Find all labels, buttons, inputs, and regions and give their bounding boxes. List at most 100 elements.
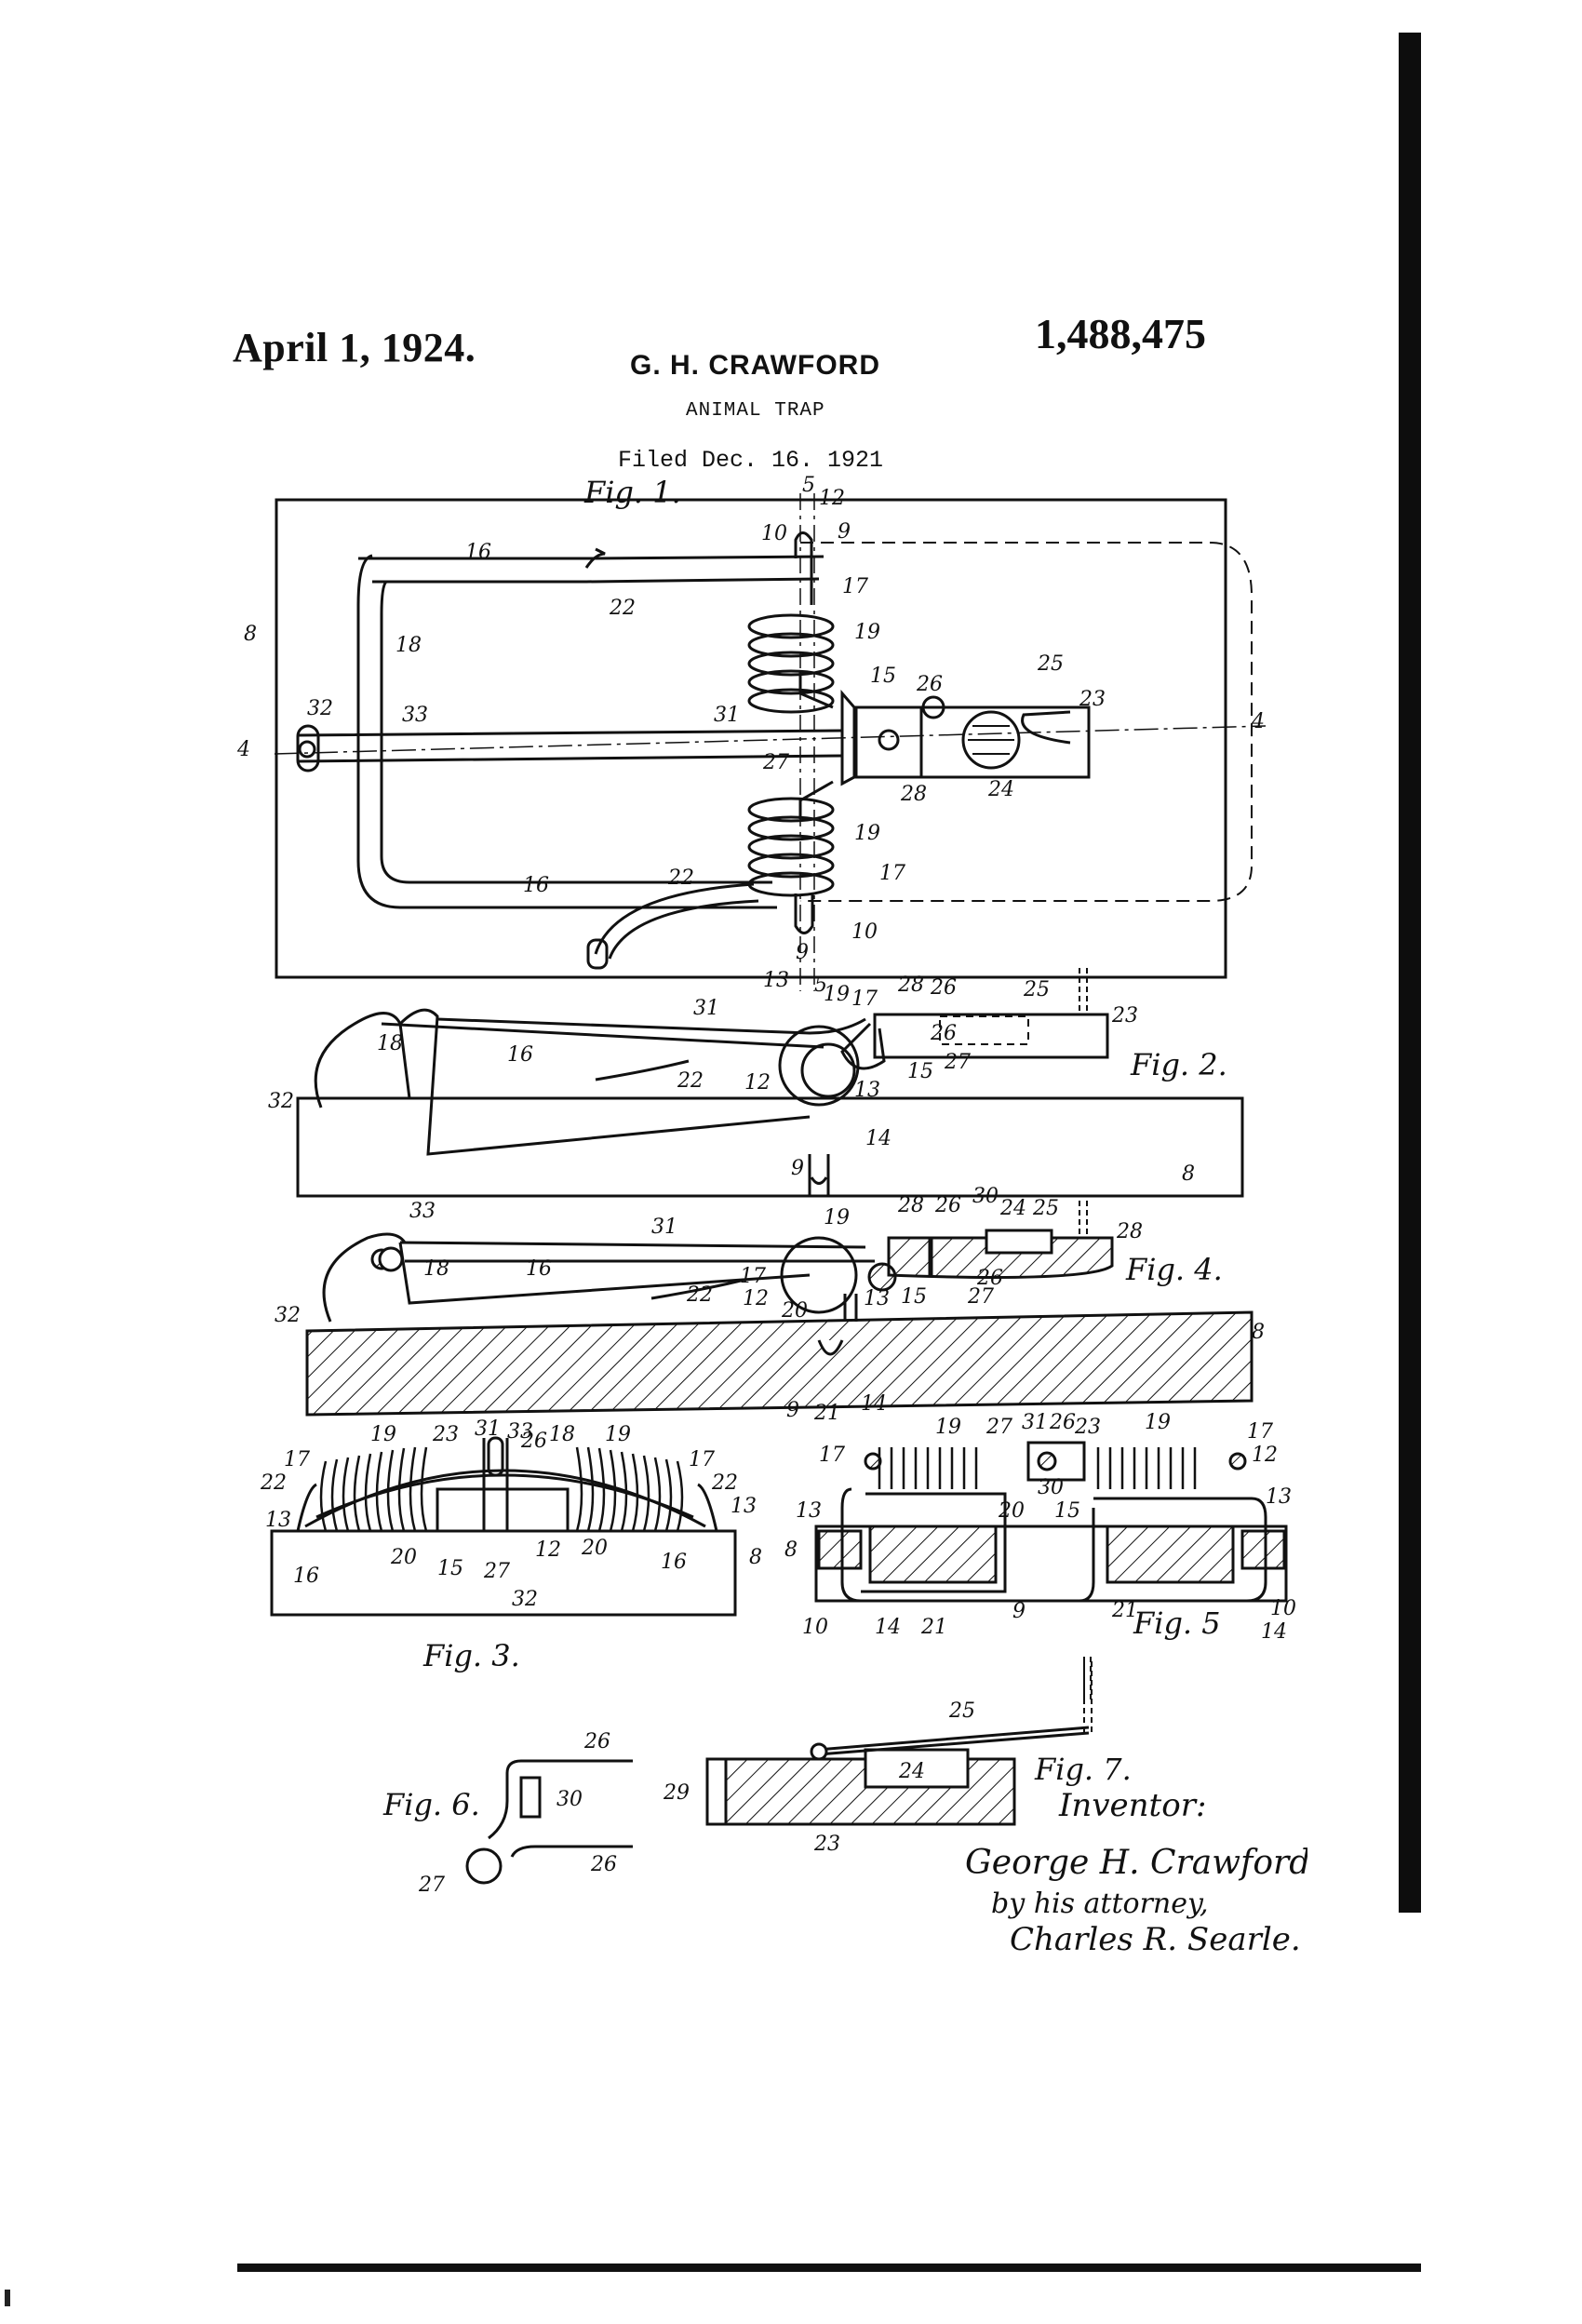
ref-numeral: 16 xyxy=(661,1551,687,1574)
ref-numeral: 22 xyxy=(677,1069,704,1093)
ref-numeral: 14 xyxy=(861,1392,887,1416)
ref-numeral: 9 xyxy=(791,1157,804,1180)
ref-numeral: 31 xyxy=(693,997,719,1020)
ref-numeral: 26 xyxy=(583,1730,610,1753)
ref-numeral: 24 xyxy=(898,1760,925,1783)
ref-numeral: 18 xyxy=(549,1423,575,1446)
ref-numeral: 16 xyxy=(465,541,491,564)
ref-numeral: 15 xyxy=(901,1285,927,1309)
ref-numeral: 22 xyxy=(667,866,694,890)
ref-numeral: 10 xyxy=(802,1616,828,1639)
ref-numeral: 23 xyxy=(1111,1004,1138,1028)
ref-numeral: 17 xyxy=(819,1444,845,1467)
scan-corner-mark xyxy=(5,2290,10,2306)
ref-numeral: 20 xyxy=(581,1537,608,1560)
ref-numeral: 17 xyxy=(842,575,868,598)
ref-numeral: 8 xyxy=(244,623,257,646)
ref-numeral: 12 xyxy=(1252,1444,1278,1467)
ref-numeral: 21 xyxy=(813,1402,840,1425)
ref-numeral: 14 xyxy=(1261,1620,1287,1644)
ref-numeral: 4 xyxy=(236,738,250,761)
ref-numeral: 26 xyxy=(976,1267,1003,1290)
ref-numeral: 23 xyxy=(432,1423,459,1446)
ref-numeral: 25 xyxy=(1037,652,1064,676)
ref-numeral: 32 xyxy=(268,1090,294,1113)
ref-numeral: 5 xyxy=(802,474,815,497)
ref-numeral: 18 xyxy=(423,1257,449,1281)
figure-3-label: Fig. 3. xyxy=(422,1638,520,1673)
patent-date: April 1, 1924. xyxy=(233,325,476,370)
figure-4-drawing xyxy=(305,1201,1254,1417)
ref-numeral: 27 xyxy=(418,1874,445,1897)
ref-numeral: 22 xyxy=(686,1283,713,1307)
ref-numeral: 9 xyxy=(1012,1600,1026,1623)
ref-numeral: 13 xyxy=(763,969,789,992)
ref-numeral: 12 xyxy=(535,1538,561,1562)
scan-edge-bar xyxy=(1399,33,1421,1913)
ref-numeral: 26 xyxy=(590,1853,617,1876)
ref-numeral: 23 xyxy=(813,1833,840,1856)
figure-3-drawing xyxy=(270,1436,737,1617)
inventor-signature: George H. Crawford, by his attorney, Cha… xyxy=(965,1844,1307,1958)
ref-numeral: 19 xyxy=(935,1416,961,1439)
ref-numeral: 9 xyxy=(838,520,851,544)
ref-numeral: 23 xyxy=(1079,688,1106,711)
figure-6-drawing xyxy=(465,1759,633,1885)
ref-numeral: 30 xyxy=(556,1788,583,1811)
ref-numeral: 8 xyxy=(749,1546,762,1569)
ref-numeral: 24 xyxy=(987,778,1014,801)
signature-line: George H. Crawford, xyxy=(965,1844,1307,1882)
ref-numeral: 33 xyxy=(409,1200,436,1223)
patent-number: 1,488,475 xyxy=(1035,310,1206,357)
figure-2-label: Fig. 2. xyxy=(1130,1047,1227,1082)
ref-numeral: 20 xyxy=(390,1546,417,1569)
ref-numeral: 16 xyxy=(526,1257,552,1281)
ref-numeral: 31 xyxy=(651,1216,677,1239)
ref-numeral: 26 xyxy=(930,1022,957,1045)
figure-7-drawing xyxy=(705,1661,1093,1826)
ref-numeral: 27 xyxy=(762,751,789,774)
ref-numeral: 21 xyxy=(920,1616,947,1639)
ref-numeral: 25 xyxy=(948,1699,975,1723)
ref-numeral: 17 xyxy=(851,987,878,1011)
filed-date: Filed Dec. 16. 1921 xyxy=(618,447,884,474)
ref-numeral: 24 xyxy=(999,1197,1026,1220)
ref-numeral: 19 xyxy=(370,1423,396,1446)
figure-6-label: Fig. 6. xyxy=(382,1787,480,1822)
ref-numeral: 20 xyxy=(998,1499,1025,1523)
ref-numeral: 25 xyxy=(1032,1197,1059,1220)
figure-1-label: Fig. 1. xyxy=(583,475,681,510)
ref-numeral: 26 xyxy=(520,1430,547,1453)
ref-numeral: 17 xyxy=(284,1448,310,1471)
ref-numeral: 8 xyxy=(1182,1162,1195,1186)
ref-numeral: 19 xyxy=(854,621,880,644)
ref-numeral: 31 xyxy=(714,704,740,727)
ref-numeral: 16 xyxy=(523,874,549,897)
inventor-label: Inventor: xyxy=(1059,1787,1207,1824)
ref-numeral: 9 xyxy=(796,941,809,964)
ref-numeral: 33 xyxy=(507,1420,533,1444)
figure-2-drawing xyxy=(296,968,1244,1198)
ref-numeral: 19 xyxy=(1145,1411,1171,1434)
ref-numeral: 17 xyxy=(879,862,905,885)
ref-numeral: 26 xyxy=(1049,1411,1076,1434)
ref-numeral: 9 xyxy=(786,1399,799,1422)
ref-numeral: 19 xyxy=(854,822,880,845)
ref-numeral: 25 xyxy=(1023,978,1050,1001)
ref-numeral: 16 xyxy=(293,1565,319,1588)
ref-numeral: 14 xyxy=(865,1127,892,1150)
ref-numeral: 27 xyxy=(967,1285,994,1309)
ref-numeral: 10 xyxy=(1270,1597,1296,1620)
ref-numeral: 31 xyxy=(475,1417,501,1441)
ref-numeral: 15 xyxy=(1054,1499,1080,1523)
ref-numeral: 12 xyxy=(743,1287,769,1310)
figure-5-drawing xyxy=(814,1441,1288,1703)
ref-numeral: 15 xyxy=(907,1060,933,1083)
ref-numeral: 19 xyxy=(605,1423,631,1446)
ref-numeral: 29 xyxy=(663,1781,690,1805)
ref-numeral: 13 xyxy=(864,1287,890,1310)
ref-numeral: 21 xyxy=(1111,1599,1138,1622)
ref-numeral: 30 xyxy=(1038,1476,1064,1499)
ref-numeral: 28 xyxy=(1116,1220,1143,1243)
